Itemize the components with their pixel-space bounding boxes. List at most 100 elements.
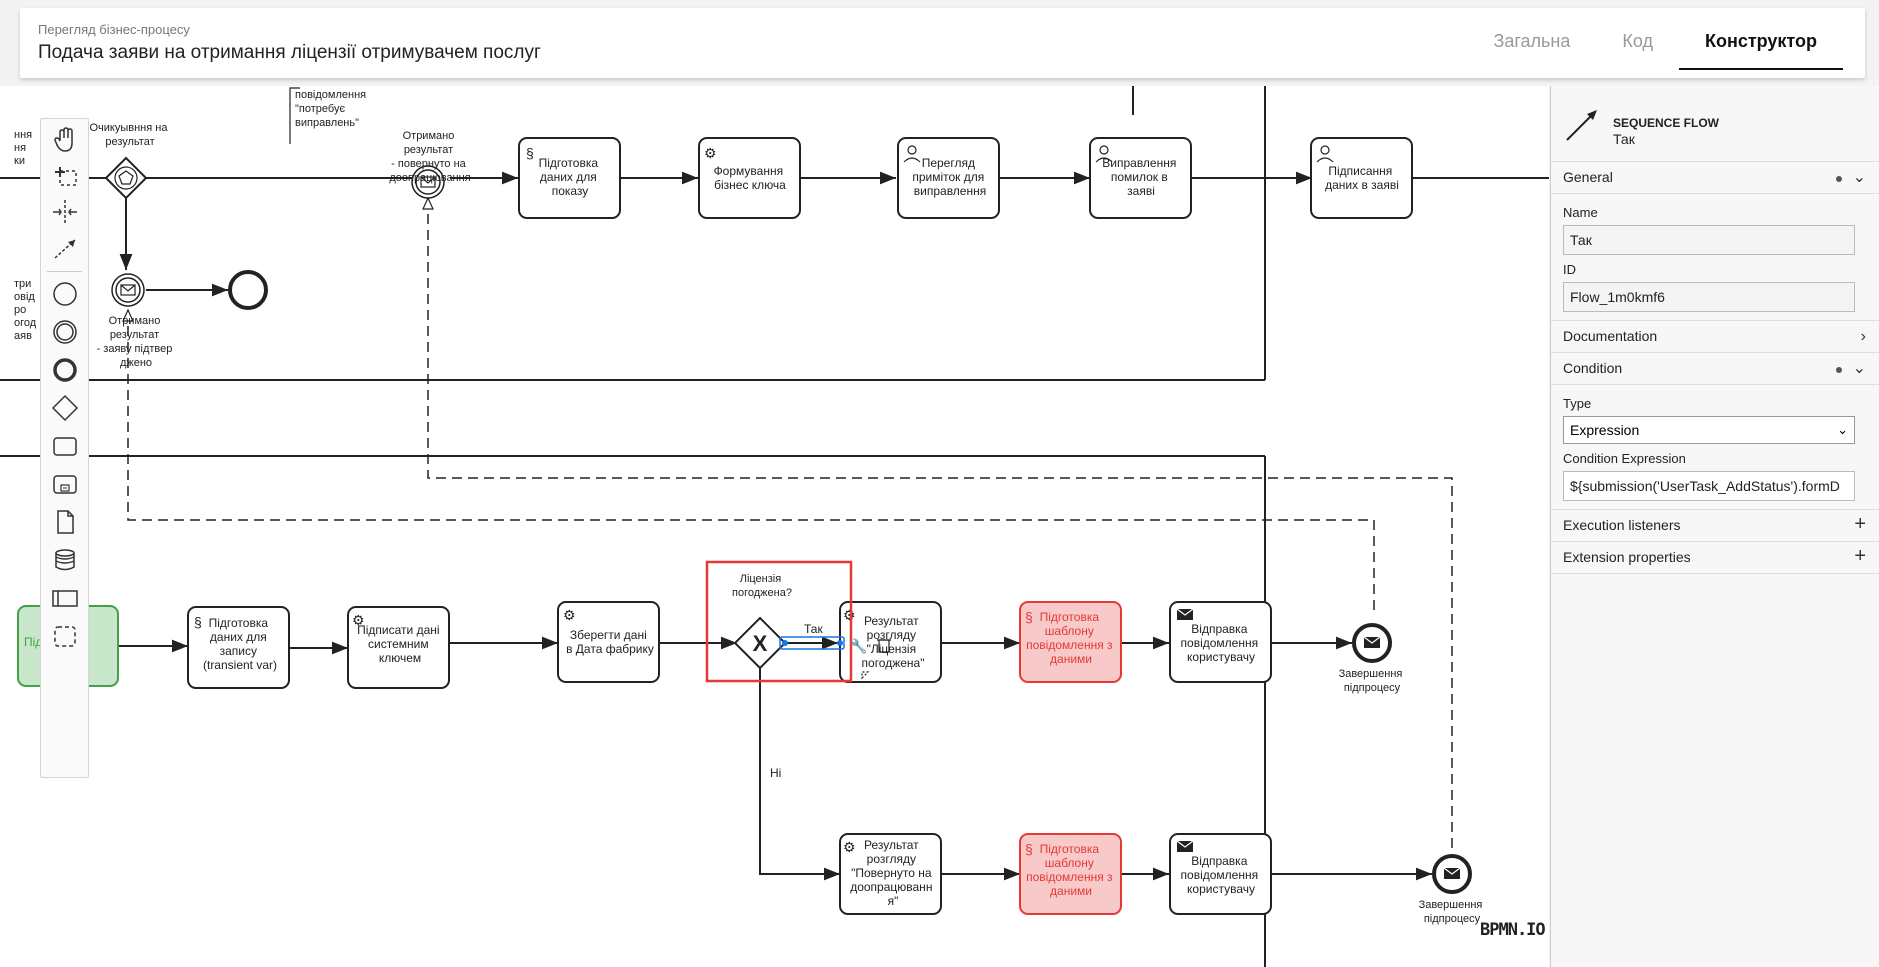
partial-label-top: ння ня ки: [14, 129, 35, 167]
partial-label-mid: три овід ро огод аяв: [14, 278, 39, 342]
end-event-label: Завершення підпроцесу: [1339, 668, 1406, 694]
task-save-data-factory[interactable]: ⚙ Зберегти дані в Дата фабрику: [557, 601, 660, 683]
chevron-right-icon[interactable]: ›: [1860, 328, 1866, 345]
properties-panel: SEQUENCE FLOW Так General ⌄ Name Так ID …: [1550, 86, 1879, 967]
event-label-confirmed: Отримано результат - заяву підтвер джено: [97, 315, 176, 369]
task-fix-errors[interactable]: Виправлення помилок в заяві: [1089, 137, 1192, 219]
group-condition-header[interactable]: Condition ⌄: [1551, 353, 1879, 385]
bpmn-io-logo[interactable]: BPMN.IO: [1480, 920, 1546, 940]
svg-text:Підготовка даних для: Підготовка даних для запису (transient v…: [203, 616, 277, 672]
task-icon[interactable]: [41, 429, 88, 463]
script-icon: §: [194, 614, 202, 630]
group-general-title: General: [1563, 169, 1613, 185]
task-prepare-record-data[interactable]: § Підготовка даних для запису (transient…: [187, 606, 290, 689]
message-flow[interactable]: [427, 198, 1453, 848]
selection-outline: [779, 636, 845, 650]
script-icon: §: [1025, 609, 1033, 625]
sequence-flow-icon: [1566, 110, 1597, 141]
start-event-icon[interactable]: [41, 277, 88, 311]
bpmn-canvas[interactable]: ння ня ки три овід ро огод аяв повідомле…: [0, 86, 1549, 967]
highlight-box: [705, 560, 853, 683]
selection-handle[interactable]: [782, 640, 788, 646]
task-prepare-display[interactable]: § Підготовка даних для показу: [518, 137, 621, 219]
chevron-down-icon[interactable]: ⌄: [1852, 360, 1866, 377]
group-condition-body: Type Expression ⌄ Condition Expression $…: [1551, 385, 1879, 510]
gateway-label-approved: Ліцензія погоджена?: [732, 573, 792, 599]
task-prepare-template-red[interactable]: § Підготовка шаблону повідомлення з дани…: [1019, 601, 1122, 683]
connect-icon[interactable]: [861, 671, 870, 680]
group-general-body: Name Так ID Flow_1m0kmf6: [1551, 194, 1879, 321]
chevron-down-icon[interactable]: ⌄: [1852, 169, 1866, 186]
user-icon: [1099, 145, 1109, 155]
data-store-icon[interactable]: [41, 543, 88, 577]
exclusive-gateway[interactable]: [733, 616, 787, 670]
subprocess-icon[interactable]: [41, 467, 88, 501]
intermediate-event-icon[interactable]: [41, 315, 88, 349]
task-send-notification-2[interactable]: Відправка повідомлення користувачу: [1169, 833, 1272, 915]
message-flow-arrow: [422, 196, 434, 210]
event-based-gateway[interactable]: [104, 156, 148, 200]
svg-text:Перегляд приміток для: Перегляд приміток для виправлення: [912, 156, 987, 198]
gear-icon: ⚙: [843, 839, 856, 855]
page-header: Перегляд бізнес-процесу Подача заяви на …: [20, 8, 1865, 78]
gateway-icon[interactable]: [41, 391, 88, 425]
user-icon: [907, 145, 917, 155]
svg-text:Підготовка даних для: Підготовка даних для показу: [539, 156, 602, 198]
task-result-returned[interactable]: ⚙ Результат розгляду "Повернуто на доопр…: [839, 833, 942, 915]
task-prepare-template-red-2[interactable]: § Підготовка шаблону повідомлення з дани…: [1019, 833, 1122, 915]
condition-expression-field[interactable]: ${submission('UserTask_AddStatus').formD: [1563, 471, 1855, 501]
x-icon: X: [753, 631, 768, 656]
name-field[interactable]: Так: [1563, 225, 1855, 255]
end-event-icon[interactable]: [41, 353, 88, 387]
global-connect-icon[interactable]: [41, 231, 88, 265]
participant-icon[interactable]: [41, 581, 88, 615]
script-icon: §: [526, 145, 534, 161]
group-execution-listeners-header[interactable]: Execution listeners +: [1551, 510, 1879, 542]
group-documentation-header[interactable]: Documentation ›: [1551, 321, 1879, 353]
bpmn-diagram[interactable]: ння ня ки три овід ро огод аяв повідомле…: [0, 86, 1549, 967]
space-tool-icon[interactable]: [41, 195, 88, 229]
selection-handle[interactable]: [837, 640, 843, 646]
status-dot: [1836, 367, 1842, 373]
hand-tool-icon[interactable]: [41, 123, 88, 157]
id-field[interactable]: Flow_1m0kmf6: [1563, 282, 1855, 312]
tab-general[interactable]: Загальна: [1493, 31, 1571, 51]
tool-palette: [40, 118, 89, 778]
gear-icon: ⚙: [352, 612, 365, 628]
group-execution-listeners-title: Execution listeners: [1563, 517, 1681, 533]
message-catch-event-confirmed[interactable]: [111, 273, 145, 307]
add-icon[interactable]: +: [1854, 513, 1866, 535]
envelope-icon: [120, 284, 136, 296]
group-extension-properties-title: Extension properties: [1563, 549, 1691, 565]
gear-icon: ⚙: [843, 607, 856, 623]
text-annotation: повідомлення "потребує виправлень": [295, 89, 369, 129]
message-catch-inner: [415, 169, 441, 195]
group-icon[interactable]: [41, 619, 88, 653]
type-label: Type: [1563, 396, 1592, 411]
group-general-header[interactable]: General ⌄: [1551, 162, 1879, 194]
lasso-tool-icon[interactable]: [41, 159, 88, 193]
message-flow[interactable]: [127, 310, 1375, 614]
task-form-business-key[interactable]: ⚙ Формування бізнес ключа: [698, 137, 801, 219]
data-object-icon[interactable]: [41, 505, 88, 539]
chevron-down-icon: ⌄: [1837, 422, 1848, 437]
sequence-flow-no[interactable]: [759, 665, 840, 881]
end-event[interactable]: [228, 270, 268, 310]
flow-label-yes: Так: [804, 622, 823, 636]
task-review-notes[interactable]: Перегляд приміток для виправлення: [897, 137, 1000, 219]
text-annotation-bracket: [289, 87, 300, 144]
wrench-icon[interactable]: 🔧: [850, 637, 867, 655]
type-select-value: Expression: [1570, 422, 1640, 438]
svg-text:Відправка повідомлення: Відправка повідомлення користувачу: [1181, 622, 1262, 664]
svg-text:Зберегти дані в Дата фаб: Зберегти дані в Дата фабрику: [566, 628, 654, 656]
tab-code[interactable]: Код: [1622, 31, 1653, 51]
task-sign-data[interactable]: Підписання даних в заяві: [1310, 137, 1413, 219]
task-sign-system-key[interactable]: ⚙ Підписати дані системним ключем: [347, 606, 450, 689]
task-send-notification[interactable]: Відправка повідомлення користувачу: [1169, 601, 1272, 683]
type-select[interactable]: Expression ⌄: [1563, 416, 1855, 444]
add-icon[interactable]: +: [1854, 545, 1866, 567]
envelope-icon: [420, 176, 436, 188]
group-extension-properties-header[interactable]: Extension properties +: [1551, 542, 1879, 574]
tab-constructor[interactable]: Конструктор: [1678, 8, 1843, 70]
task-result-approved[interactable]: ⚙ Результат розгляду "Ліцензія погоджена…: [839, 601, 942, 683]
